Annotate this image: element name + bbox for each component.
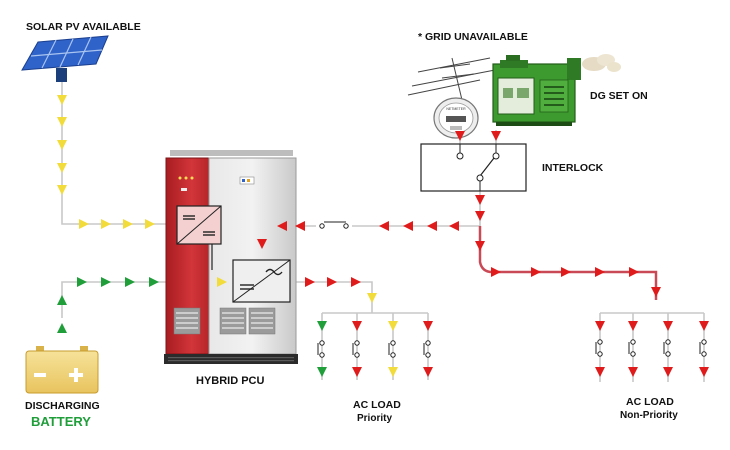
battery-flow-arrow bbox=[101, 277, 111, 287]
priority-load-arrow-4 bbox=[423, 367, 433, 377]
meter-label: NETMETER bbox=[446, 107, 466, 111]
dg-flow-arrow bbox=[427, 221, 437, 231]
dg-flow-arrow bbox=[295, 221, 305, 231]
solar-flow-arrow bbox=[57, 140, 67, 150]
solar-flow-arrow bbox=[57, 185, 67, 195]
output-flow-arrow bbox=[367, 293, 377, 303]
battery-flow-arrow bbox=[57, 323, 67, 333]
battery-icon bbox=[25, 346, 99, 394]
wires bbox=[61, 80, 705, 382]
non-priority-load-arrow bbox=[699, 321, 709, 331]
non-priority-load-arrow bbox=[595, 321, 605, 331]
dg-flow-arrow bbox=[379, 221, 389, 231]
solar-panel-icon bbox=[21, 35, 109, 82]
solar-flow-arrow bbox=[57, 117, 67, 127]
interlock-label: INTERLOCK bbox=[542, 162, 604, 174]
non-priority-flow-arrow bbox=[595, 267, 605, 277]
switch-icon bbox=[316, 220, 352, 232]
non-priority-flow-arrow bbox=[561, 267, 571, 277]
non-priority-load-arrow bbox=[628, 367, 638, 377]
priority-load-arrow-3 bbox=[388, 321, 398, 331]
dg-flow-arrow bbox=[449, 221, 459, 231]
battery-flow-arrow bbox=[57, 295, 67, 305]
priority-load-arrow-1 bbox=[317, 321, 327, 331]
flow-arrows bbox=[57, 95, 709, 377]
battery-label: BATTERY bbox=[31, 414, 91, 429]
solar-flow-arrow bbox=[57, 163, 67, 173]
battery-flow-arrow bbox=[149, 277, 159, 287]
dg-flow-arrow bbox=[277, 221, 287, 231]
grid-label: * GRID UNAVAILABLE bbox=[418, 31, 528, 43]
dg-flow-arrow bbox=[491, 131, 501, 141]
dg-flow-arrow bbox=[475, 241, 485, 251]
non-priority-load-switches bbox=[595, 339, 707, 357]
priority-load-arrow-2 bbox=[352, 321, 362, 331]
power-tower-icon bbox=[407, 57, 496, 101]
non-priority-flow-arrow bbox=[531, 267, 541, 277]
solar-flow-arrow bbox=[101, 219, 111, 229]
dg-flow-arrow bbox=[257, 239, 267, 249]
priority-load-arrow-2 bbox=[352, 367, 362, 377]
interlock-box bbox=[420, 143, 527, 192]
battery-flow-arrow bbox=[77, 277, 87, 287]
priority-load-switches bbox=[317, 340, 431, 358]
solar-label: SOLAR PV AVAILABLE bbox=[26, 21, 141, 33]
dg-flow-arrow bbox=[475, 211, 485, 221]
non-priority-label: Non-Priority bbox=[620, 410, 678, 421]
non-priority-load-arrow bbox=[663, 367, 673, 377]
priority-load-label: AC LOAD bbox=[353, 399, 401, 411]
energy-meter-icon: NETMETER bbox=[433, 97, 479, 139]
non-priority-flow-arrow bbox=[629, 267, 639, 277]
solar-flow-arrow bbox=[217, 277, 227, 287]
solar-flow-arrow bbox=[123, 219, 133, 229]
hybrid-pcu-cabinet bbox=[164, 150, 298, 364]
pcu-label: HYBRID PCU bbox=[196, 375, 265, 387]
non-priority-flow-arrow bbox=[651, 287, 661, 297]
non-priority-load-arrow bbox=[663, 321, 673, 331]
battery-flow-arrow bbox=[125, 277, 135, 287]
priority-load-arrow-4 bbox=[423, 321, 433, 331]
diesel-generator-icon bbox=[492, 54, 621, 126]
dg-flow-arrow bbox=[475, 195, 485, 205]
non-priority-load-arrow bbox=[595, 367, 605, 377]
dg-flow-arrow bbox=[403, 221, 413, 231]
output-flow-arrow bbox=[351, 277, 361, 287]
red-wires bbox=[478, 226, 658, 300]
priority-label: Priority bbox=[357, 413, 392, 424]
solar-flow-arrow bbox=[79, 219, 89, 229]
priority-load-arrow-1 bbox=[317, 367, 327, 377]
output-flow-arrow bbox=[305, 277, 315, 287]
non-priority-load-arrow bbox=[699, 367, 709, 377]
non-priority-load-label: AC LOAD bbox=[626, 396, 674, 408]
solar-flow-arrow bbox=[57, 95, 67, 105]
dg-label: DG SET ON bbox=[590, 90, 648, 102]
priority-load-arrow-3 bbox=[388, 367, 398, 377]
output-flow-arrow bbox=[327, 277, 337, 287]
discharging-label: DISCHARGING bbox=[25, 400, 100, 412]
non-priority-flow-arrow bbox=[491, 267, 501, 277]
non-priority-load-arrow bbox=[628, 321, 638, 331]
solar-flow-arrow bbox=[145, 219, 155, 229]
dg-flow-arrow bbox=[455, 131, 465, 141]
